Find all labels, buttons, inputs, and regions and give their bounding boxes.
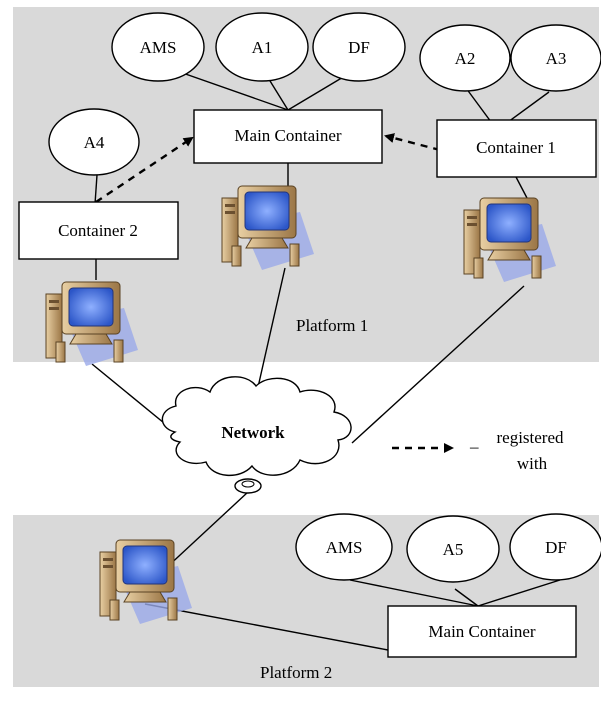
svg-text:registered: registered [496,428,564,447]
svg-text:DF: DF [545,538,567,557]
network-links [91,267,561,651]
svg-text:A1: A1 [252,38,273,57]
registration-arrows [95,133,441,203]
container-1: Container 1 [436,119,597,178]
arrow-container1-to-main [384,133,441,152]
svg-text:A4: A4 [84,133,105,152]
svg-text:DF: DF [348,38,370,57]
agent-a5: A5 [406,515,500,583]
main-container-p1: Main Container [193,109,383,164]
legend: – registered with [392,428,564,473]
agent-ams-p1: AMS [111,12,205,82]
svg-text:–: – [469,437,479,456]
agent-a3: A3 [510,24,601,92]
agent-a4: A4 [48,108,140,176]
agent-ams-p2: AMS [295,513,393,581]
platform-2-label: Platform 2 [260,663,332,682]
agent-a1: A1 [215,12,309,82]
network-node-icon [234,478,262,494]
main-container-p2: Main Container [387,605,577,658]
network-label: Network [221,423,285,442]
agent-a2: A2 [419,24,511,92]
container-2: Container 2 [18,201,179,260]
arrow-container2-to-main [95,136,194,203]
platform-1-label: Platform 1 [296,316,368,335]
agent-df-p2: DF [509,513,601,581]
svg-text:A3: A3 [546,49,567,68]
agent-df-p1: DF [312,12,406,82]
svg-text:A2: A2 [455,49,476,68]
svg-text:AMS: AMS [140,38,177,57]
network-cloud: Network [161,376,352,476]
svg-text:Container 2: Container 2 [58,221,138,240]
svg-text:with: with [517,454,548,473]
svg-text:Main Container: Main Container [234,126,342,145]
svg-text:Container 1: Container 1 [476,138,556,157]
svg-text:AMS: AMS [326,538,363,557]
svg-text:Main Container: Main Container [428,622,536,641]
svg-text:A5: A5 [443,540,464,559]
